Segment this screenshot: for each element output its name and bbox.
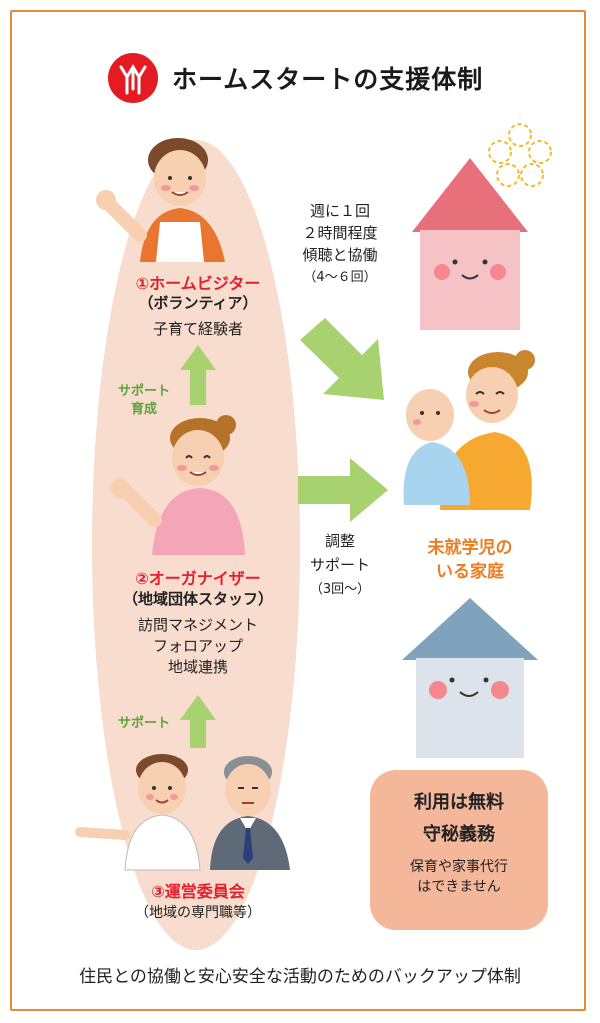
free-of-charge-label: 利用は無料 [414,792,504,813]
arrow-up-icon [180,345,216,405]
organizer-desc-3: 地域連携 [167,658,228,676]
support-nurture-label-2: 育成 [130,402,157,417]
not-available-label-2: はできません [417,879,501,895]
doctor-icon [75,754,201,871]
organizer-role: （地域団体スタッフ） [122,590,273,608]
mother-baby-icon [403,350,535,510]
volunteer-woman-icon [96,138,225,262]
coordination-count: （3回〜） [309,582,371,597]
coordination-label: 調整 [324,532,355,550]
organizer-desc-1: 訪問マネジメント [137,616,258,634]
arrow-down-right-icon [300,318,384,400]
page-title: ホームスタートの支援体制 [172,65,484,94]
family-label-1: 未就学児の [427,538,513,558]
notice-box [370,770,548,930]
committee-name: ③運営委員会 [151,882,245,901]
visitor-role: （ボランティア） [138,294,258,312]
coordination-support: サポート [309,556,370,574]
flower-icon [488,123,552,187]
arrow-right-icon [298,458,388,522]
blue-house-icon [402,598,538,758]
footer-caption: 住民との協働と安心安全な活動のためのバックアップ体制 [79,967,521,987]
visit-count: （4〜６回） [303,270,377,285]
visitor-name: ①ホームビジター [135,274,261,293]
pink-house-icon [412,158,528,330]
support-nurture-label-1: サポート [117,384,170,399]
header: ホームスタートの支援体制 [108,52,483,104]
visitor-desc: 子育て経験者 [152,320,243,338]
visit-frequency: 週に１回 [309,202,370,220]
visit-activity: 傾聴と協働 [302,246,378,264]
organizer-name: ②オーガナイザー [135,569,261,588]
support-label: サポート [117,716,170,731]
visit-duration: ２時間程度 [302,224,378,242]
arrow-up-icon [180,695,216,748]
organizer-desc-2: フォロアップ [152,637,243,655]
confidentiality-label: 守秘義務 [423,824,495,845]
not-available-label-1: 保育や家事代行 [410,859,508,875]
home-start-logo-icon [108,53,158,103]
page-frame [10,10,586,1011]
family-label-2: いる家庭 [436,562,504,582]
businessman-icon [210,756,290,870]
organizer-woman-icon [110,415,245,555]
committee-role: （地域の専門職等） [135,905,261,921]
